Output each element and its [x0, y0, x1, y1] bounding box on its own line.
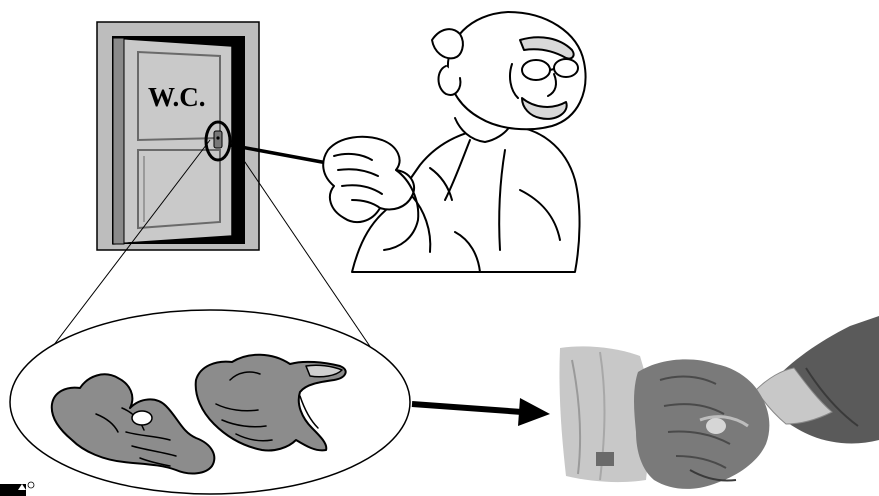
flow-arrow-head — [518, 398, 550, 426]
person-washing-hands-icon — [323, 12, 585, 272]
door-edge — [113, 38, 124, 244]
door-icon: W.C. — [97, 22, 259, 250]
door-sign-text: W.C. — [148, 82, 206, 112]
corner-logo-mark — [0, 482, 34, 496]
handshake-icon — [559, 316, 879, 489]
cufflink — [596, 452, 614, 466]
arrow-right-icon — [412, 398, 550, 426]
flow-arrow-shaft — [412, 404, 522, 412]
